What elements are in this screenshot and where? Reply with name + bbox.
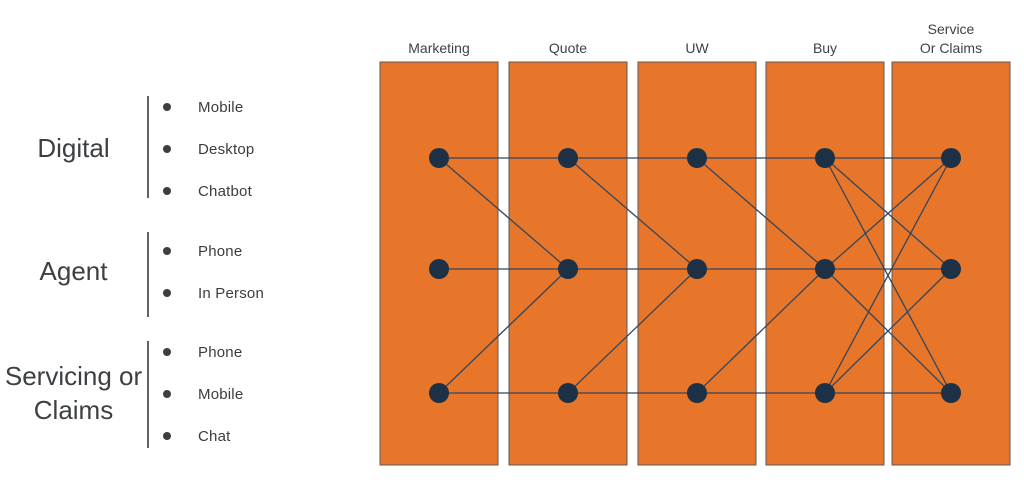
journey-edge-10 <box>824 157 952 394</box>
bullet-icon <box>163 103 171 111</box>
journey-node-stage0-row1 <box>429 259 449 279</box>
channel-label-agent: Agent <box>0 230 147 314</box>
journey-node-stage1-row1 <box>558 259 578 279</box>
journey-edge-4 <box>696 157 826 270</box>
channel-divider <box>147 96 149 198</box>
journey-node-stage0-row2 <box>429 383 449 403</box>
channel-items-agent: Phone In Person <box>149 230 330 314</box>
journey-node-stage3-row2 <box>815 383 835 403</box>
stage-label: Quote <box>548 40 588 56</box>
bullet-icon <box>163 432 171 440</box>
stage-label: Marketing <box>408 40 470 56</box>
channel-item-label: In Person <box>198 284 265 302</box>
channel-item-label: Chatbot <box>198 182 252 200</box>
journey-edge-11 <box>824 268 952 394</box>
stage-header-marketing: Marketing <box>380 20 498 58</box>
channel-label-servicing-or-claims: Servicing or Claims <box>0 331 147 457</box>
journey-node-stage1-row0 <box>558 148 578 168</box>
bullet-icon <box>163 187 171 195</box>
bullet-icon <box>163 289 171 297</box>
bullet-icon <box>163 247 171 255</box>
bullet-icon <box>163 390 171 398</box>
stage-header-buy: Buy <box>766 20 884 58</box>
journey-edge-1 <box>438 268 569 394</box>
stage-label: Service <box>927 21 975 37</box>
list-item: Mobile <box>149 86 330 128</box>
list-item: Phone <box>149 331 330 373</box>
channel-item-label: Chat <box>198 427 231 445</box>
list-item: Chatbot <box>149 170 330 212</box>
journey-edge-3 <box>567 268 698 394</box>
channel-label-digital: Digital <box>0 86 147 212</box>
journey-node-stage0-row0 <box>429 148 449 168</box>
list-item: Mobile <box>149 373 330 415</box>
journey-node-stage2-row2 <box>687 383 707 403</box>
list-item: Chat <box>149 415 330 457</box>
journey-node-stage3-row0 <box>815 148 835 168</box>
journey-node-stage1-row2 <box>558 383 578 403</box>
channel-item-label: Mobile <box>198 98 244 116</box>
list-item: In Person <box>149 272 330 314</box>
channel-item-label: Mobile <box>198 385 244 403</box>
bullet-icon <box>163 145 171 153</box>
list-item: Desktop <box>149 128 330 170</box>
channel-items-digital: Mobile Desktop Chatbot <box>149 86 330 212</box>
channel-item-label: Phone <box>198 242 243 260</box>
channel-label-text: Digital <box>37 133 110 164</box>
channel-item-label: Desktop <box>198 140 255 158</box>
stage-header-quote: Quote <box>509 20 627 58</box>
channel-items-servicing: Phone Mobile Chat <box>149 331 330 457</box>
journey-edge-0 <box>438 157 569 270</box>
stage-label-line2: Or Claims <box>919 40 983 56</box>
channel-group-servicing-or-claims: Servicing or Claims Phone Mobile Chat <box>0 331 330 457</box>
channel-item-label: Phone <box>198 343 243 361</box>
channel-divider <box>147 341 149 448</box>
bullet-icon <box>163 348 171 356</box>
channel-label-text: Servicing or Claims <box>4 361 143 425</box>
journey-node-stage2-row1 <box>687 259 707 279</box>
stage-header-uw: UW <box>638 20 756 58</box>
list-item: Phone <box>149 230 330 272</box>
journey-node-stage4-row2 <box>941 383 961 403</box>
stage-label: Buy <box>812 40 838 56</box>
stage-label: UW <box>685 40 709 56</box>
journey-edge-2 <box>567 157 698 270</box>
journey-node-stage3-row1 <box>815 259 835 279</box>
journey-edge-8 <box>824 157 952 270</box>
journey-node-stage2-row0 <box>687 148 707 168</box>
journey-edge-5 <box>696 268 826 394</box>
stage-header-service-or-claims: Service Or Claims <box>892 20 1010 58</box>
journey-node-stage4-row1 <box>941 259 961 279</box>
channel-group-agent: Agent Phone In Person <box>0 230 330 317</box>
channel-group-digital: Digital Mobile Desktop Chatbot <box>0 86 330 212</box>
channel-label-text: Agent <box>39 256 108 287</box>
journey-node-stage4-row0 <box>941 148 961 168</box>
channel-divider <box>147 232 149 317</box>
